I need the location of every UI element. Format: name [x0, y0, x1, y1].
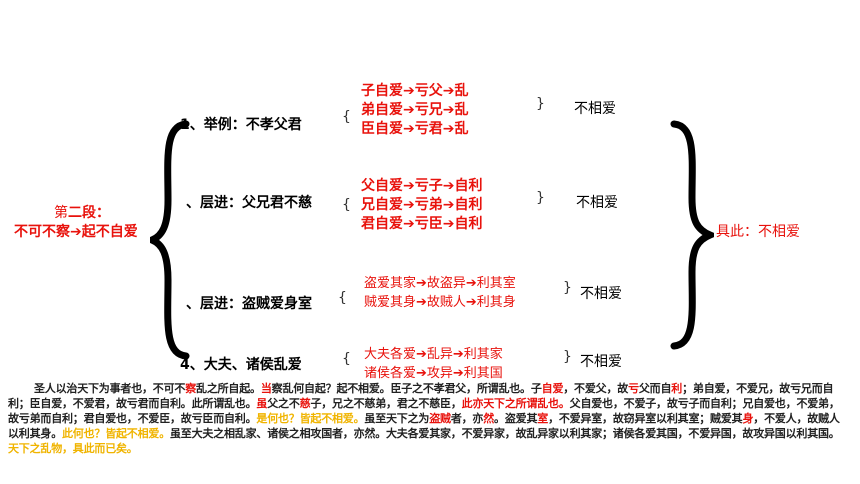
paragraph-segment: 父之不	[267, 397, 300, 410]
paragraph-segment: 虽	[256, 397, 268, 410]
section-title-prefix: 第	[54, 205, 68, 221]
row-1-close-brace: }	[536, 96, 545, 112]
row-1-label: 1、举例：不孝父君	[180, 117, 302, 133]
paragraph-segment: ，不爱异室，故窃异室以利其室；贼爱其	[548, 412, 743, 425]
row-2-result: 不相爱	[576, 195, 618, 211]
paragraph-segment: 身	[742, 412, 754, 425]
paragraph-segment: 者，亦	[450, 412, 484, 425]
row-1-open-brace: {	[342, 109, 351, 125]
paragraph-segment: ；弟自爱，不爱兄，故亏兄而自利；臣自爱，不爱君，故亏君而自利。此所谓乱也。	[8, 382, 834, 410]
row-4-line-2: 诸侯各爱➔攻异➔利其国	[364, 366, 503, 381]
row-4-line-1: 大夫各爱➔乱异➔利其家	[364, 347, 503, 362]
paragraph-segment: 。盗爱其	[494, 412, 538, 425]
row-3-open-brace: {	[338, 290, 347, 306]
paragraph-segment: 虽至大夫之相乱家、诸侯之相攻国者，亦然。大夫各爱其家，不爱异家，故乱异家以利其家…	[170, 427, 840, 440]
paragraph-segment: 然	[483, 412, 495, 425]
paragraph-segment: 自爱	[541, 382, 564, 395]
row-2-line-2: 兄自爱➔亏弟➔自利	[361, 197, 483, 213]
paragraph-segment: 父而自	[638, 382, 672, 395]
row-3-line-1: 盗爱其家➔故盗异➔利其室	[364, 276, 516, 291]
paragraph-segment: 乱之所自起。	[196, 382, 261, 395]
row-3-result: 不相爱	[580, 286, 622, 302]
section-title-suffix: 段：	[82, 205, 110, 221]
row-3-line-2: 贼爱其身➔故贼人➔利其身	[364, 295, 516, 310]
paragraph-segment: ，不爱人，故贼人以利其身。	[8, 412, 840, 440]
left-brace-icon	[150, 120, 190, 360]
section-title: 第二段：	[54, 202, 110, 222]
row-3-label: 、层进：盗贼爱身室	[186, 296, 312, 312]
row-1-line-3: 臣自爱➔亏君➔乱	[361, 121, 469, 137]
paragraph-segment: 此何也？皆起不相爱。	[62, 427, 170, 440]
row-4-result: 不相爱	[580, 354, 622, 370]
paragraph-segment: 虽至天下之为	[364, 412, 430, 425]
conclusion-text: 具此：不相爱	[716, 224, 800, 240]
row-2-line-3: 君自爱➔亏臣➔自利	[361, 216, 483, 232]
paragraph-segment: 察	[185, 382, 197, 395]
row-2-line-1: 父自爱➔亏子➔自利	[361, 178, 483, 194]
paragraph-segment: 天下之乱物，具此而已矣。	[8, 442, 138, 455]
row-2-close-brace: }	[536, 190, 545, 206]
row-4-close-brace: }	[563, 349, 572, 365]
paragraph-segment: 子，兄之不慈弟，君之不慈臣，	[310, 397, 462, 410]
paragraph-segment: 父自爱也，不爱子，故亏子而自利；兄自爱也，不爱弟，故亏弟而自利；君自爱也，不爱臣…	[8, 397, 840, 425]
section-subtitle: 不可不察➔起不自爱	[14, 224, 138, 240]
section-title-number: 二	[68, 205, 82, 221]
paragraph-segment: 察乱何自起？起不相爱。臣子之不孝君父，所谓乱也。子	[271, 382, 542, 395]
row-1-result: 不相爱	[574, 101, 616, 117]
paragraph-segment: 亏	[628, 382, 639, 395]
paragraph-segment: ，不爱父，故	[563, 382, 629, 395]
paragraph-segment: 当	[260, 382, 272, 395]
row-3-close-brace: }	[563, 280, 572, 296]
paragraph-segment: 圣人以治天下为事者也，不可不	[34, 382, 186, 395]
row-2-label: 、层进：父兄君不慈	[186, 195, 312, 211]
right-brace-icon	[670, 120, 714, 350]
paragraph-segment: 利	[671, 382, 683, 395]
row-2-open-brace: {	[342, 197, 351, 213]
row-1-line-1: 子自爱➔亏父➔乱	[361, 83, 469, 99]
paragraph-segment: 室	[537, 412, 549, 425]
row-4-label: 4、大夫、诸侯乱爱	[180, 357, 302, 373]
row-1-line-2: 弟自爱➔亏兄➔乱	[361, 102, 469, 118]
paragraph-segment: 慈	[299, 397, 311, 410]
paragraph-segment: 此亦天下之所谓乱也。	[461, 397, 570, 410]
source-paragraph: 圣人以治天下为事者也，不可不察乱之所自起。当察乱何自起？起不相爱。臣子之不孝君父…	[8, 381, 848, 456]
row-4-open-brace: {	[342, 351, 351, 367]
paragraph-segment: 盗贼	[429, 412, 451, 425]
paragraph-segment: 是何也？皆起不相爱。	[256, 412, 365, 425]
